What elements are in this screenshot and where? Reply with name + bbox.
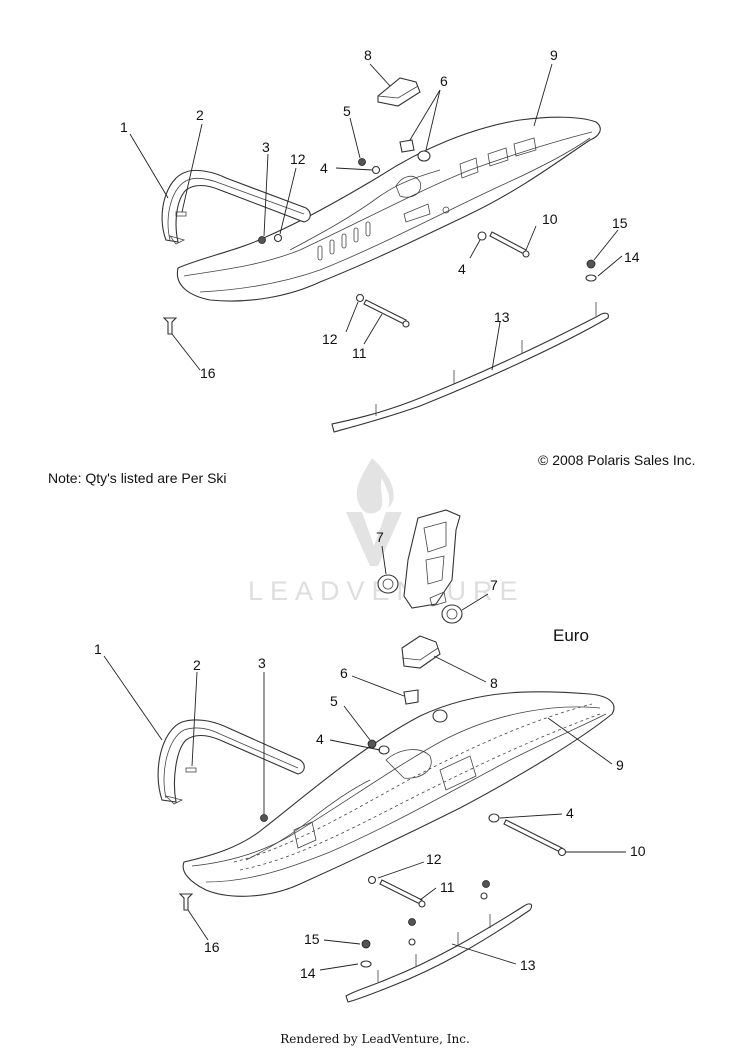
bolt-11-bottom: [379, 879, 423, 905]
bushing-6b-top: [417, 150, 431, 162]
copyright-text: © 2008 Polaris Sales Inc.: [538, 452, 696, 468]
callout-9: 9: [550, 47, 558, 63]
bushing-6-bottom: [403, 689, 419, 705]
runner-13-bottom: [345, 903, 533, 1003]
variant-label: Euro: [553, 626, 589, 645]
callout-4b: 4: [458, 261, 466, 277]
nut-3-top: [258, 236, 266, 244]
callout-1: 1: [120, 119, 128, 135]
callout-2: 2: [196, 107, 204, 123]
washer-4b-top: [477, 231, 487, 241]
callout-9-bottom: 9: [616, 757, 624, 773]
callout-11: 11: [352, 345, 367, 361]
callout-5-bottom: 5: [330, 693, 338, 709]
bolt-10-top: [489, 231, 527, 255]
callout-12b: 12: [322, 331, 338, 347]
washer-4-top: [371, 165, 381, 175]
washer-12b-top: [355, 293, 365, 303]
callout-1-bottom: 1: [94, 641, 102, 657]
callout-4: 4: [320, 160, 328, 176]
runner-13-top: [331, 312, 609, 433]
callout-15-bottom: 15: [304, 931, 320, 947]
callout-14-bottom: 14: [300, 965, 316, 981]
nut-5-bottom: [367, 739, 377, 749]
rivet-16-bottom: [178, 893, 194, 911]
callout-10: 10: [542, 211, 558, 227]
rivet-16-top: [162, 317, 178, 335]
top-ski-assembly: 1 2 3 12 5 4 8 6 9 10 15 14 4 12 11 13 1…: [120, 47, 640, 433]
washer-14-bottom: [360, 960, 372, 968]
callout-6-bottom: 6: [340, 665, 348, 681]
callout-3-bottom: 3: [258, 655, 266, 671]
callout-8-bottom: 8: [490, 675, 498, 691]
callout-13: 13: [494, 309, 510, 325]
bolt-11-top: [363, 299, 407, 325]
washer-12-top: [273, 233, 283, 243]
callout-4-bottom: 4: [316, 731, 324, 747]
washer-12-bottom: [367, 875, 377, 885]
wear-pad-8-top: [377, 77, 421, 107]
ski-body-bottom: [182, 691, 615, 897]
bottom-ski-assembly: 7 7 1 2 3 6 8 5 4 9 4 10 12 11 15 14 13 …: [94, 509, 646, 1003]
callout-12-bottom: 12: [426, 851, 442, 867]
ski-handle-bottom: [157, 719, 305, 803]
bolt-10-bottom: [503, 819, 563, 853]
callout-11-bottom: 11: [440, 879, 455, 895]
quantity-note: Note: Qty's listed are Per Ski: [48, 470, 227, 486]
callout-13-bottom: 13: [520, 957, 536, 973]
callout-16-bottom: 16: [204, 939, 220, 955]
nut-5-top: [358, 158, 366, 166]
callout-14: 14: [624, 249, 640, 265]
callout-6: 6: [440, 73, 448, 89]
nut-3-bottom: [260, 814, 268, 822]
nut-15-top: [586, 259, 596, 269]
callout-5: 5: [343, 103, 351, 119]
wear-pad-8-bottom: [401, 635, 441, 669]
footer-credit: Rendered by LeadVenture, Inc.: [280, 1032, 470, 1046]
nut-15-bottom: [361, 939, 371, 949]
ski-handle-top: [161, 169, 311, 243]
bushing-7b: [441, 604, 463, 624]
callout-3: 3: [262, 139, 270, 155]
callout-12: 12: [290, 151, 306, 167]
flame-logo-icon: [356, 458, 394, 514]
washer-4b-bottom: [488, 813, 500, 823]
callout-2-bottom: 2: [193, 657, 201, 673]
callout-10-bottom: 10: [630, 843, 646, 859]
bushing-7a: [377, 574, 399, 594]
callout-8: 8: [364, 47, 372, 63]
callout-7b: 7: [490, 577, 498, 593]
callout-16: 16: [200, 365, 216, 381]
callout-4b-bottom: 4: [566, 805, 574, 821]
callout-15: 15: [612, 215, 628, 231]
washer-14-top: [585, 274, 597, 282]
bushing-6a-top: [399, 139, 415, 153]
callout-7a: 7: [376, 529, 384, 545]
ski-body-top: [176, 116, 601, 302]
washer-4-bottom: [378, 745, 390, 755]
